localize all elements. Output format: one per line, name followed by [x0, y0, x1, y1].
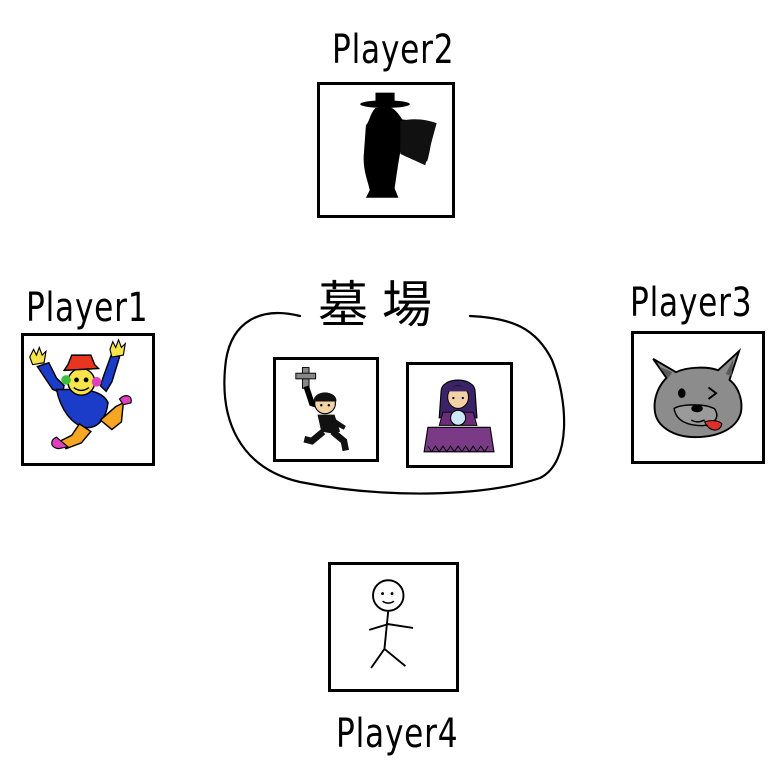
grave-robber-with-cross-icon	[295, 367, 350, 452]
player1-label: Player1	[26, 285, 149, 331]
graveyard-card-2[interactable]	[406, 362, 513, 468]
graveyard-title: 墓場	[318, 276, 446, 334]
fortune-teller-icon	[423, 379, 495, 453]
player4-label: Player4	[336, 711, 459, 757]
stick-figure-icon	[368, 579, 414, 669]
player3-label: Player3	[630, 280, 753, 326]
caped-silhouette-icon	[360, 92, 437, 198]
graveyard-card-1[interactable]	[273, 357, 379, 462]
player4-card[interactable]	[328, 562, 459, 692]
player3-card[interactable]	[631, 331, 765, 464]
wolf-face-icon	[652, 348, 743, 439]
player2-label: Player2	[332, 27, 455, 73]
player1-card[interactable]	[21, 333, 155, 466]
jumping-clown-icon	[29, 338, 132, 450]
player2-card[interactable]	[317, 82, 455, 218]
